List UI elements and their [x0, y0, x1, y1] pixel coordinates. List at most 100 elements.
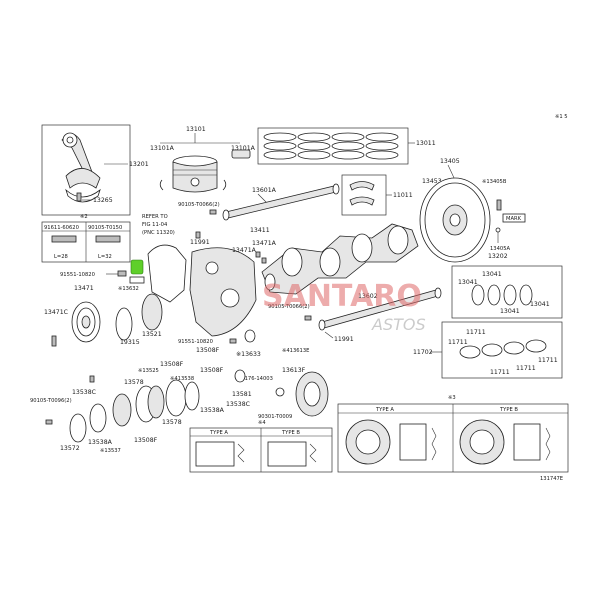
part-label-13453[interactable]: 13453: [422, 178, 442, 185]
part-label-13101[interactable]: 13101: [186, 126, 206, 133]
balance-shaft-lower: 90105-T0066(2) 13602 11991: [268, 287, 442, 343]
part-label-13041-c[interactable]: 13041: [500, 308, 520, 315]
part-label-11991-a[interactable]: 11991: [190, 239, 210, 246]
part-label-13405B[interactable]: ※13405B: [482, 179, 507, 185]
part-label-13405[interactable]: 13405: [440, 158, 460, 165]
bolt-icon: [51, 235, 77, 243]
part-label-413538[interactable]: ※413538: [170, 376, 194, 382]
refer-note-line2: FIG 11-04: [142, 222, 168, 228]
connecting-rod-group: 13201 13265 ※2: [41, 124, 149, 220]
part-label-13041-b[interactable]: 13041: [458, 279, 478, 286]
part-label-13471C[interactable]: 13471C: [44, 309, 68, 316]
part-label-13508F-a[interactable]: 13508F: [196, 347, 220, 354]
bolt-table: 91611-60620 90105-T0150 L=28 L=32: [41, 221, 131, 263]
part-label-13602[interactable]: 13602: [358, 293, 378, 300]
part-label-90105-T0066-a[interactable]: 90105-T0066(2): [178, 202, 220, 208]
part-label-13581[interactable]: 13581: [232, 391, 252, 398]
part-label-13471[interactable]: 13471: [74, 285, 94, 292]
part-label-19315[interactable]: 19315: [120, 339, 140, 346]
part-label-13538A-b[interactable]: 13538A: [88, 439, 113, 446]
part-label-13633[interactable]: ※13633: [236, 351, 261, 358]
bolt-icon: [496, 199, 502, 211]
part-label-13572[interactable]: 13572: [60, 445, 80, 452]
piston-group: 13101 13101A 13101A: [150, 126, 256, 193]
part-label-13011[interactable]: 13011: [416, 140, 436, 147]
part-label-11711-d[interactable]: 11711: [516, 365, 536, 372]
part-label-11711-a[interactable]: 11711: [466, 329, 486, 336]
part-label-13265[interactable]: 13265: [93, 197, 113, 204]
part-label-13613F[interactable]: 13613F: [282, 367, 306, 374]
snap-ring-icon: [159, 179, 164, 191]
type-a-label-4: TYPE A: [209, 430, 228, 436]
oil-pump-cover-icon: [147, 244, 187, 303]
part-label-90176-14003[interactable]: 90176-14003: [238, 376, 273, 382]
part-label-13411[interactable]: 13411: [250, 227, 270, 234]
part-label-91551-10820-b[interactable]: 91551-10820: [178, 339, 213, 345]
piston-ring-set: 13011: [257, 127, 436, 165]
part-label-13041-a[interactable]: 13041: [482, 271, 502, 278]
part-label-11702[interactable]: 11702: [413, 349, 433, 356]
part-label-13508F-c[interactable]: 13508F: [200, 367, 224, 374]
part-label-13525[interactable]: ※13525: [138, 368, 159, 374]
bolt-icon: [209, 209, 217, 215]
part-label-13471A-b[interactable]: 13471A: [232, 247, 257, 254]
piston-icon: [172, 161, 218, 193]
part-label-13538C[interactable]: 13538C: [72, 389, 96, 396]
mid-fasteners: 91551-10820 13508F ※13633 ※413613E: [178, 329, 309, 358]
crank-gear-group: 13411 13471A 13471A: [232, 227, 277, 264]
part-label-90105-T0150[interactable]: 90105-T0150: [88, 225, 122, 231]
balance-shaft-upper: 13601A 90105-T0066(2): [178, 183, 340, 221]
part-label-13101A[interactable]: 13101A: [150, 145, 175, 152]
part-label-13537[interactable]: ※13537: [100, 448, 121, 454]
part-label-13538C-b[interactable]: 13538C: [226, 401, 250, 408]
piston-pin-icon: [231, 149, 251, 159]
bolt-length-28: L=28: [54, 254, 68, 260]
part-label-11711-c[interactable]: 11711: [490, 369, 510, 376]
part-label-13101A-b[interactable]: 13101A: [231, 145, 256, 152]
connecting-rod-box: [41, 124, 131, 216]
part-label-13201[interactable]: 13201: [129, 161, 149, 168]
part-label-90105-T0096[interactable]: 90105-T0096(2): [30, 398, 72, 404]
part-label-13601A[interactable]: 13601A: [252, 187, 277, 194]
bearing-shell-icon: [349, 181, 375, 191]
crank-pulley-group: 91551-10820 13471 ※13632: [60, 259, 145, 292]
shaft-icon: [225, 185, 337, 219]
part-label-11011[interactable]: 11011: [393, 192, 413, 199]
piston-pin-hole-icon: [190, 177, 200, 187]
part-label-13578-a[interactable]: 13578: [124, 379, 144, 386]
part-label-13405A[interactable]: 13405A: [490, 246, 511, 252]
flywheel-mark-label: MARK: [506, 216, 522, 222]
part-label-11711-b[interactable]: 11711: [448, 339, 468, 346]
part-label-13521[interactable]: 13521: [142, 331, 162, 338]
bearing-kit-11011: 11011: [341, 174, 413, 216]
main-bearing-icon: [459, 345, 481, 359]
type-b-label-4: TYPE B: [281, 430, 300, 436]
part-label-90301-T0009[interactable]: 90301-T0009: [258, 414, 292, 420]
part-label-13041-d[interactable]: 13041: [530, 301, 550, 308]
bolt-icon: [117, 270, 127, 277]
part-label-13632[interactable]: ※13632: [118, 286, 139, 292]
part-label-91551-10820-a[interactable]: 91551-10820: [60, 272, 95, 278]
part-label-13202[interactable]: 13202: [488, 253, 508, 260]
part-label-13471A[interactable]: 13471A: [252, 240, 277, 247]
part-label-11991-b[interactable]: 11991: [334, 336, 354, 343]
conrod-bearing-box: 13041 13041 13041 13041: [451, 265, 563, 319]
watermark-subtext: ASTOS: [371, 315, 426, 334]
part-label-13538A[interactable]: 13538A: [200, 407, 225, 414]
note-mark-3: ※3: [448, 395, 456, 401]
part-label-90105-T0066-b[interactable]: 90105-T0066(2): [268, 304, 310, 310]
part-label-413613E[interactable]: ※413613E: [282, 348, 309, 354]
bolt-length-32: L=32: [98, 254, 112, 260]
part-label-91611-60620[interactable]: 91611-60620: [44, 225, 79, 231]
gear-types-box-3: ※3 TYPE A TYPE B: [337, 395, 569, 473]
gear-types-box-4: ※4 TYPE A TYPE B: [189, 420, 333, 473]
highlighted-part-13632-icon[interactable]: [130, 259, 144, 275]
note-mark-4: ※4: [258, 420, 266, 426]
part-label-11711-e[interactable]: 11711: [538, 357, 558, 364]
part-label-13508F-b[interactable]: 13508F: [160, 361, 184, 368]
part-label-13508F-d[interactable]: 13508F: [134, 437, 158, 444]
part-label-13578-b[interactable]: 13578: [162, 419, 182, 426]
refer-note-line3: (PNC 11320): [142, 230, 175, 236]
corner-mark: ※1 5: [555, 114, 568, 120]
refer-note-line1: REFER TO: [142, 214, 168, 220]
